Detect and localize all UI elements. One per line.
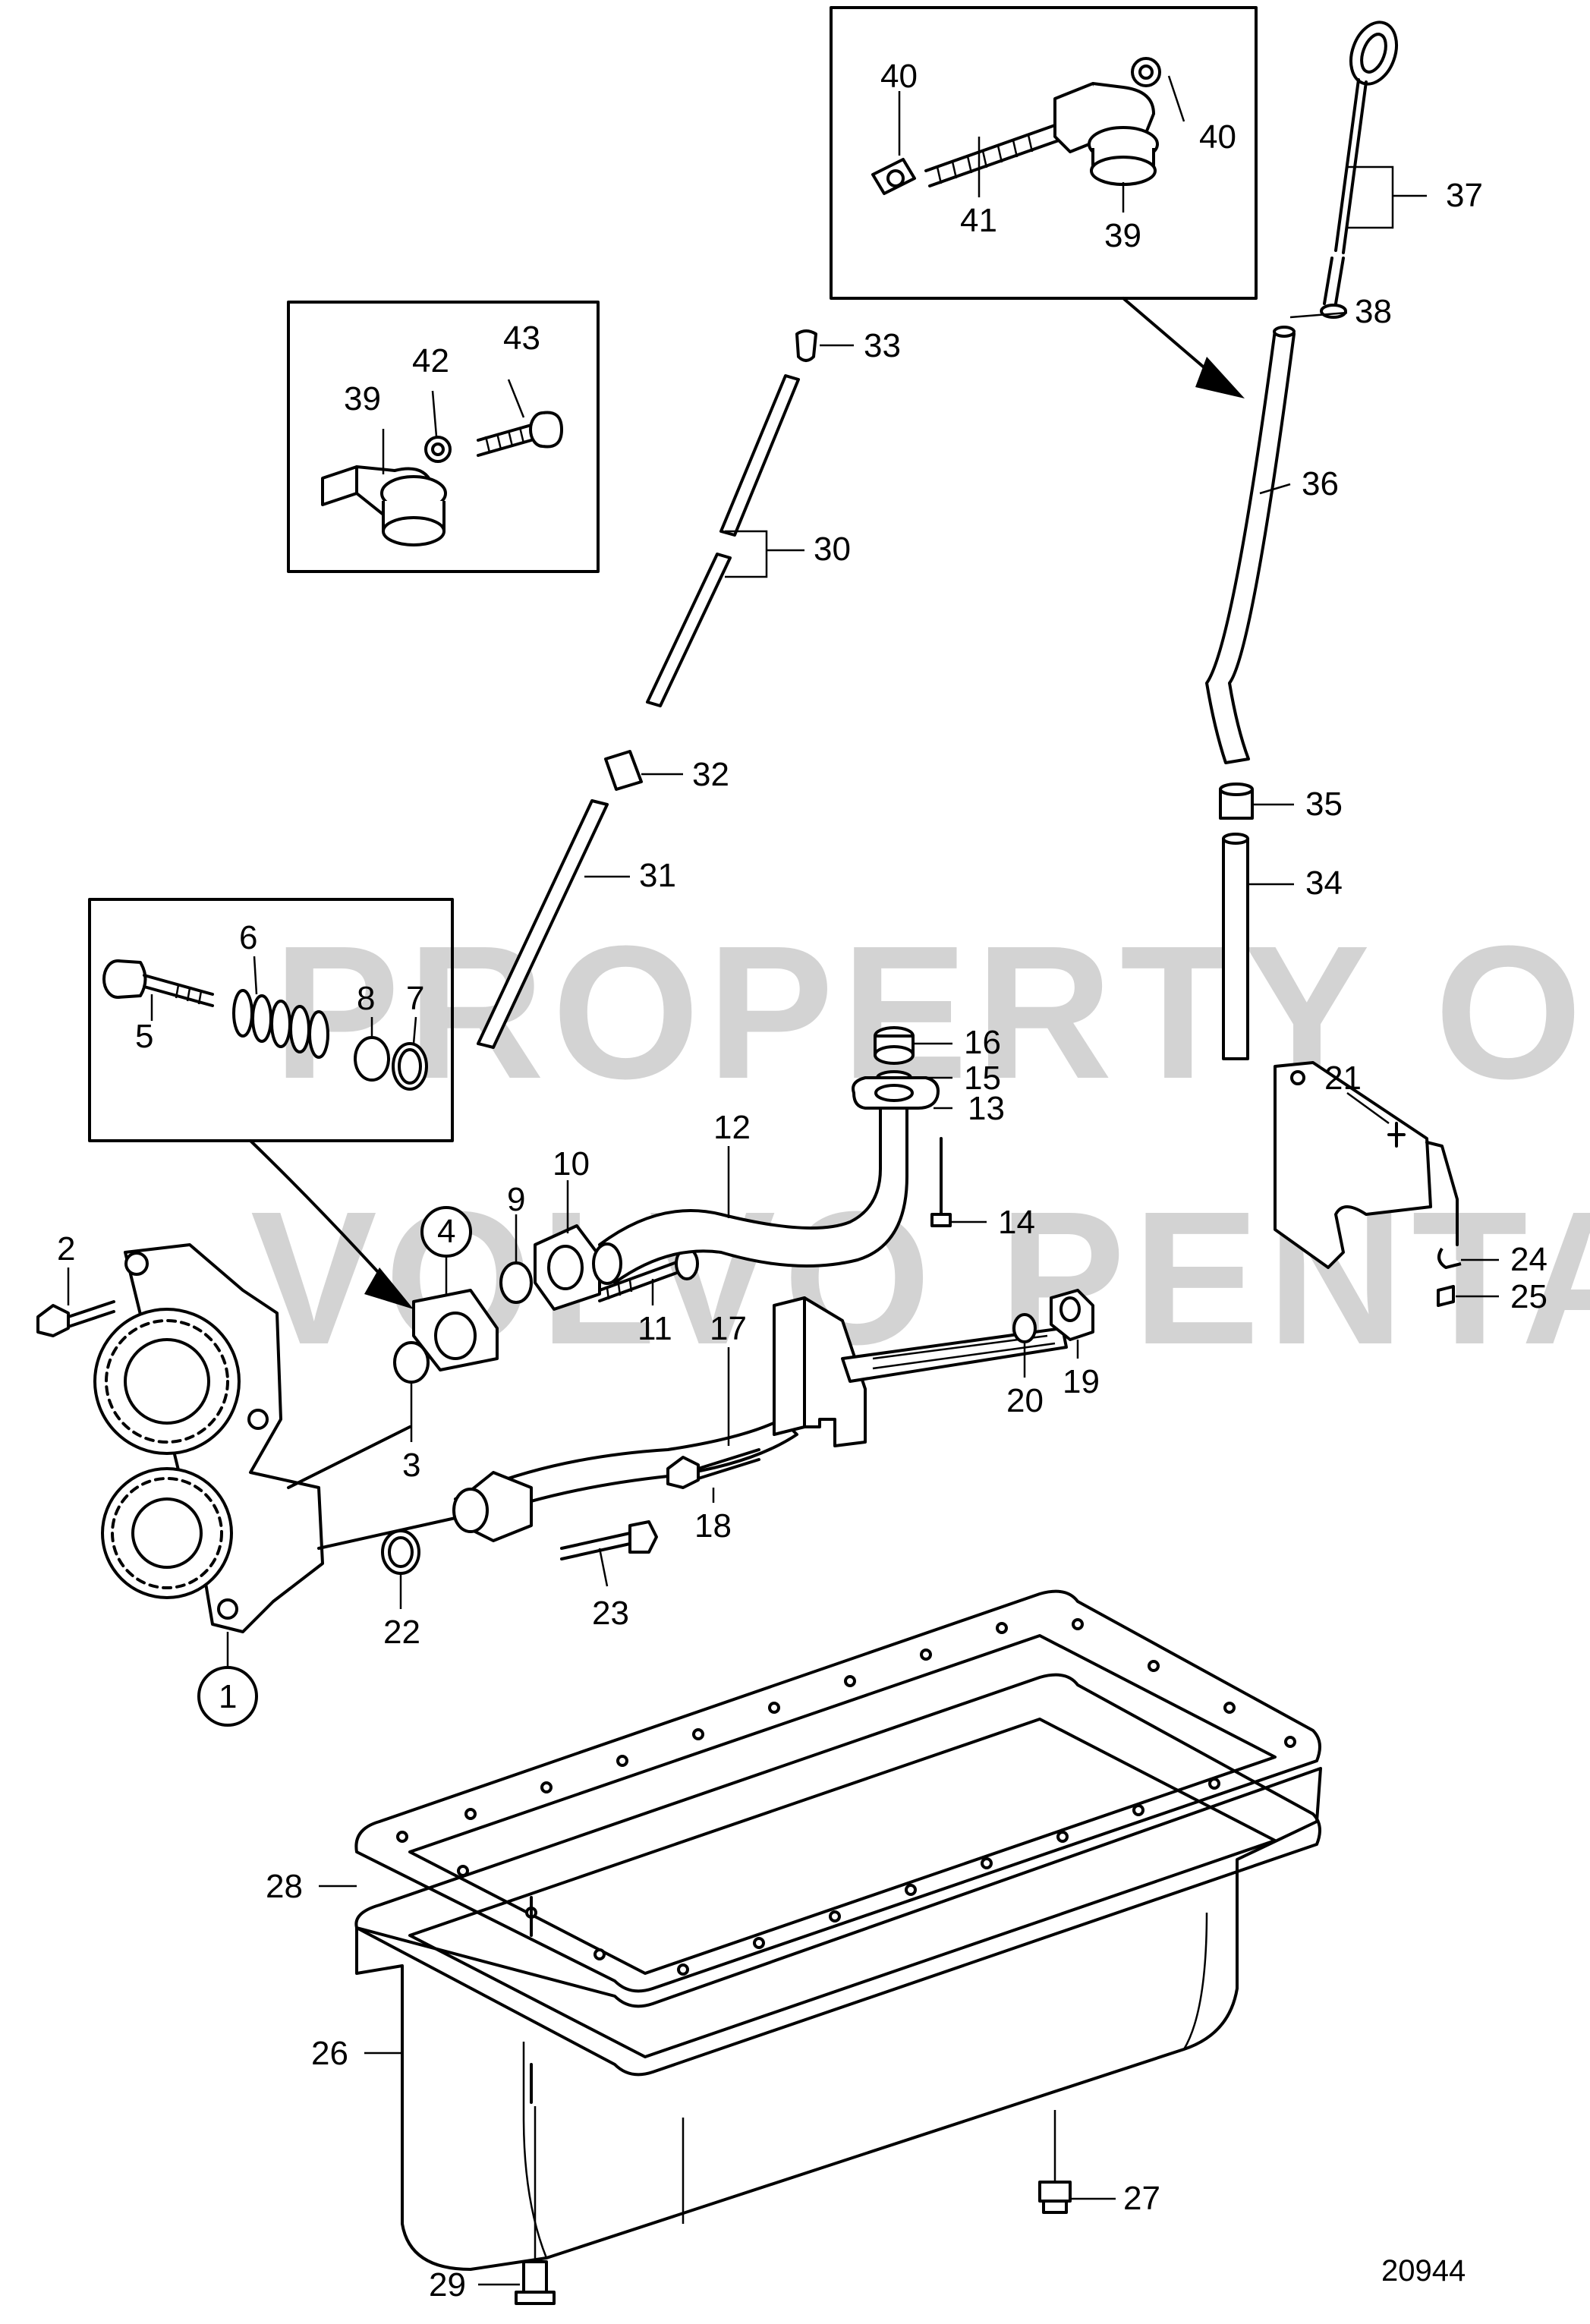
callout-19: 19 (1063, 1363, 1100, 1400)
callout-4: 4 (437, 1213, 455, 1250)
callout-41: 41 (960, 202, 997, 239)
callout-23: 23 (592, 1595, 629, 1632)
oil-pan-26 (354, 1673, 1322, 2271)
callout-32: 32 (692, 756, 729, 793)
callout-28: 28 (266, 1868, 303, 1905)
callout-30: 30 (814, 531, 851, 568)
callout-11: 11 (638, 1310, 672, 1347)
callout-15: 15 (964, 1060, 1001, 1097)
callout-36: 36 (1302, 465, 1339, 502)
callout-34: 34 (1305, 864, 1343, 902)
bolt-18 (666, 1448, 760, 1489)
callout-18: 18 (694, 1507, 732, 1545)
callout-31: 31 (639, 857, 676, 894)
oil-fill-tube (477, 329, 817, 1049)
callout-27: 27 (1123, 2180, 1160, 2217)
callout-26: 26 (311, 2035, 348, 2072)
bolt-23 (560, 1520, 658, 1560)
callout-13: 13 (968, 1090, 1005, 1127)
callout-9: 9 (507, 1181, 525, 1218)
callout-6: 6 (239, 919, 257, 956)
callout-8: 8 (357, 980, 375, 1017)
callout-16: 16 (964, 1024, 1001, 1061)
callout-5: 5 (135, 1018, 153, 1055)
callout-39-inset-left: 39 (344, 380, 381, 417)
callout-17: 17 (710, 1310, 747, 1347)
callout-24: 24 (1510, 1241, 1547, 1278)
callout-21: 21 (1324, 1060, 1362, 1097)
callout-25: 25 (1510, 1278, 1547, 1315)
callout-33: 33 (864, 327, 901, 364)
callout-2: 2 (57, 1230, 75, 1267)
drain-plug-27 (1038, 2110, 1072, 2214)
gasket-seal (499, 1224, 699, 1311)
bolt-29 (515, 2106, 556, 2305)
callout-29: 29 (429, 2266, 466, 2304)
flange-13-group (852, 1026, 952, 1227)
callout-7: 7 (406, 980, 424, 1017)
callout-43: 43 (503, 320, 540, 357)
callout-14: 14 (998, 1204, 1035, 1241)
flange-4 (393, 1289, 499, 1384)
callout-42: 42 (412, 342, 449, 379)
callout-3: 3 (402, 1447, 420, 1484)
callout-39-inset-right: 39 (1104, 217, 1141, 254)
pipe-17-strainer (452, 1296, 1068, 1542)
inset-box-relief-valve (88, 898, 454, 1142)
reference-number: 20944 (1381, 2254, 1466, 2288)
oil-pan-gasket-28 (354, 1589, 1321, 1993)
bracket-21 (1274, 1061, 1462, 1307)
callout-35: 35 (1305, 786, 1343, 823)
callout-37: 37 (1446, 177, 1483, 214)
oil-pump (93, 1243, 457, 1727)
callout-1: 1 (219, 1678, 237, 1715)
callout-10: 10 (553, 1145, 590, 1182)
callout-12: 12 (713, 1109, 751, 1146)
inset-box-clamp-bolt (287, 301, 600, 573)
callout-20: 20 (1006, 1382, 1044, 1419)
callout-22: 22 (383, 1614, 420, 1651)
dipstick-assembly (1205, 20, 1398, 1060)
bolt-2 (36, 1300, 115, 1337)
callout-40-inset-right: 40 (1199, 118, 1236, 156)
pipe-12 (592, 1091, 908, 1285)
inset-box-clamp-stud (830, 6, 1258, 300)
nut-washer (1012, 1289, 1094, 1343)
callout-38: 38 (1355, 293, 1392, 330)
callout-40-inset-left: 40 (880, 58, 918, 95)
